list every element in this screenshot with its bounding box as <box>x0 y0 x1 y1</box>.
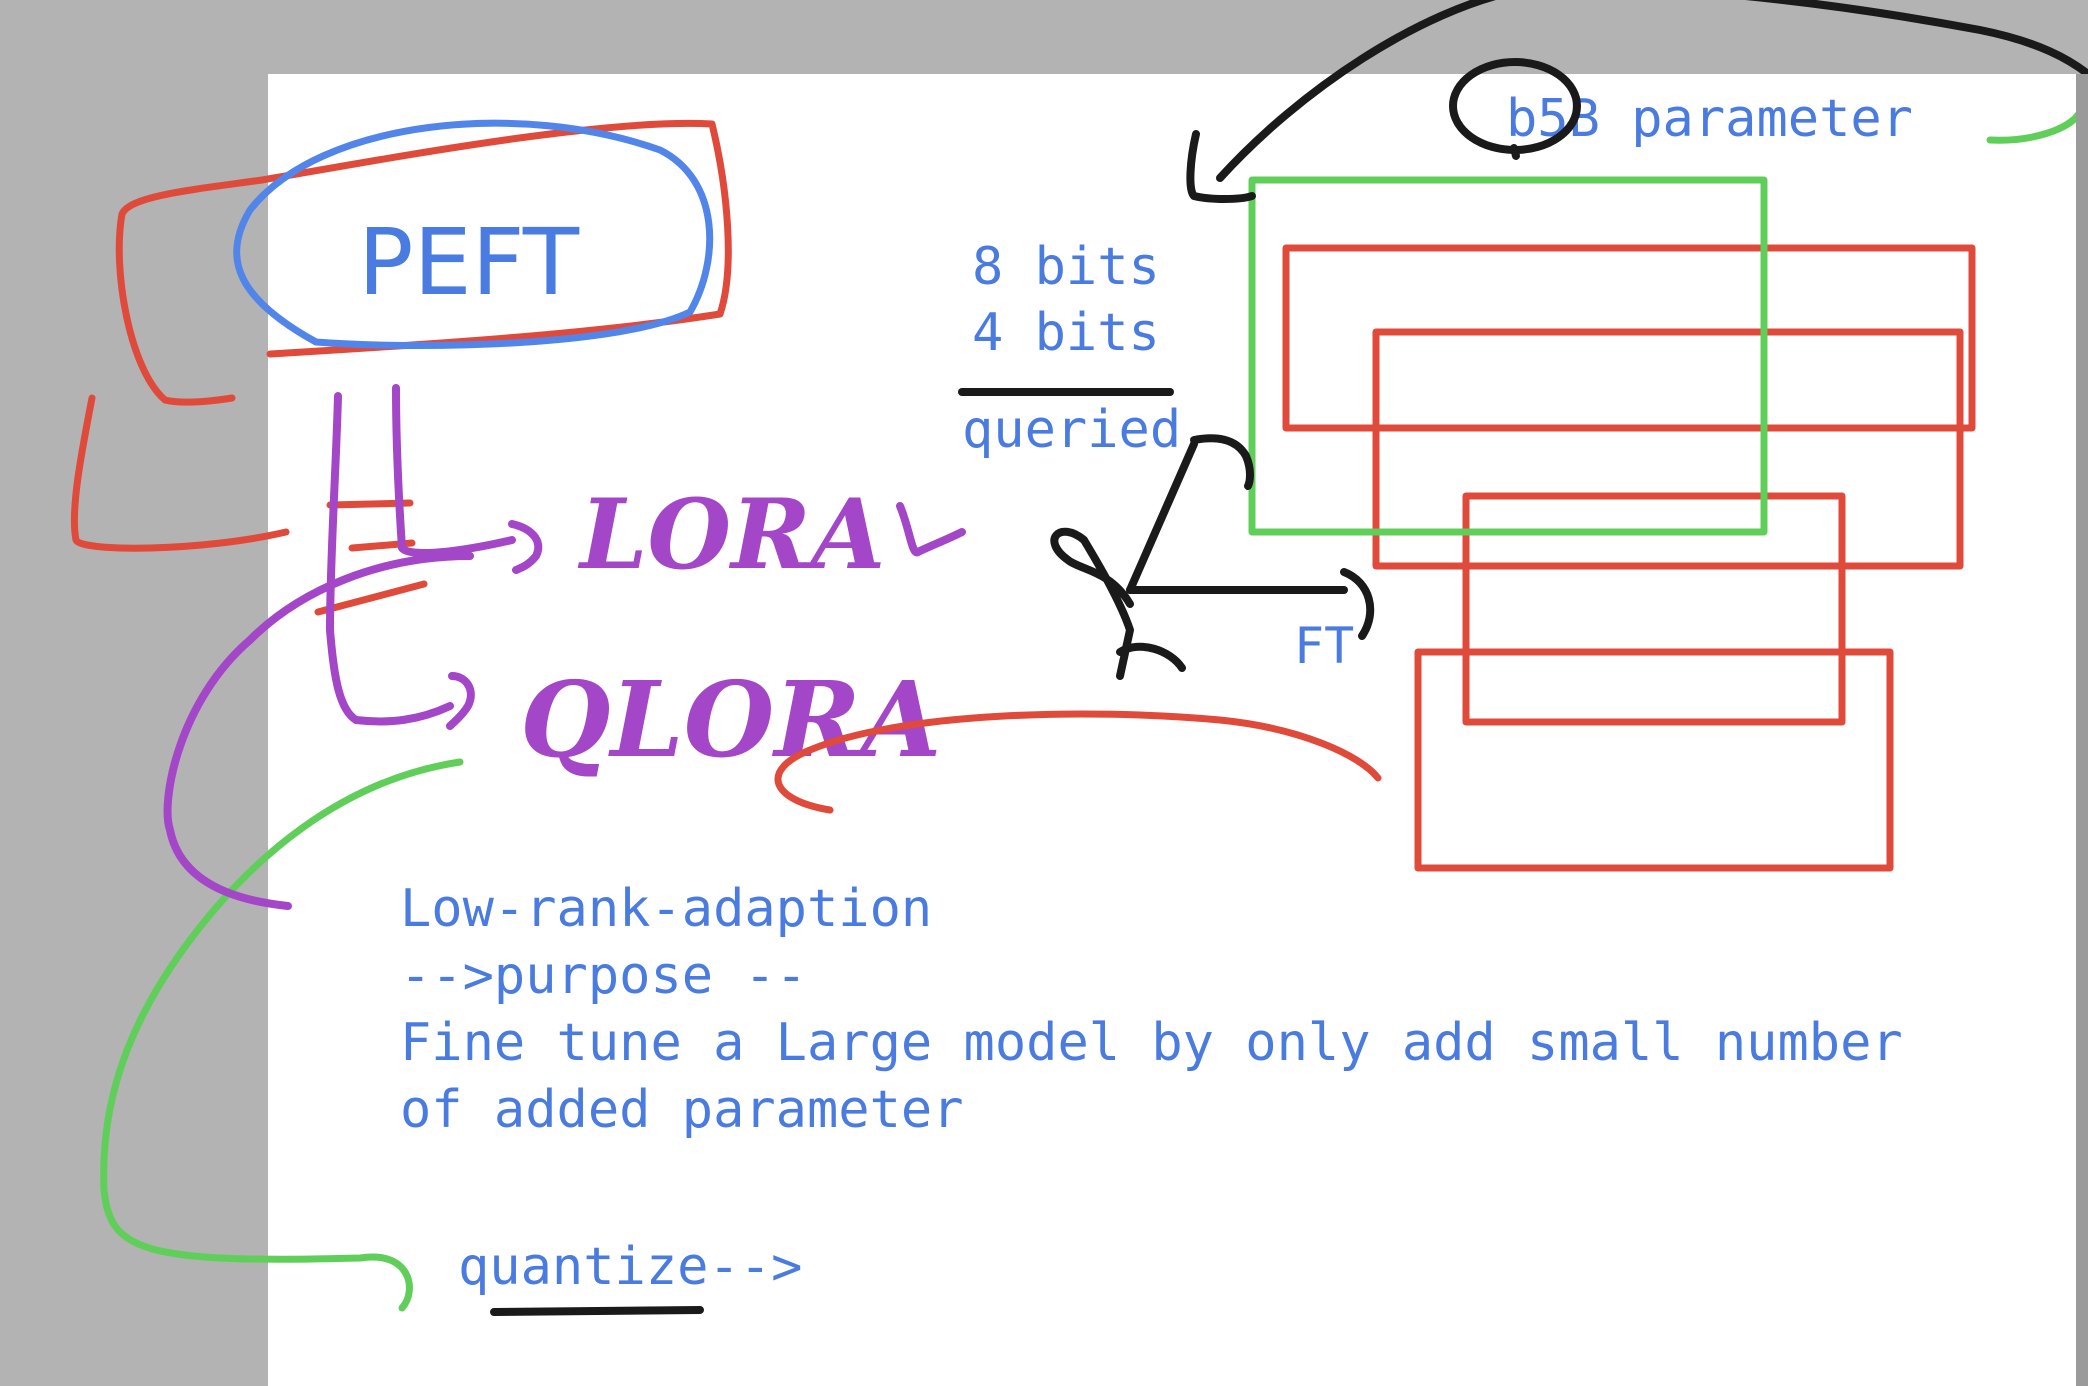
purple-tree-left <box>326 392 454 726</box>
peft-red-box <box>115 119 732 406</box>
bits-8-label: 8 bits <box>972 237 1160 297</box>
b5b-circle-tail <box>1510 144 1520 160</box>
red-box-1 <box>1282 244 1976 432</box>
red-box-2 <box>1372 328 1964 570</box>
green-top-right-curve <box>1986 108 2084 144</box>
black-top-arc <box>1216 0 2088 182</box>
black-squiggle <box>1050 527 1134 680</box>
description-line-2: -->purpose -- <box>400 946 807 1006</box>
red-arc <box>774 710 1382 814</box>
peft-blue-circle <box>233 119 714 349</box>
purple-tree-right <box>392 384 516 558</box>
quantize-underline <box>490 1306 704 1316</box>
black-bracket-left <box>1186 130 1256 203</box>
description-line-3: Fine tune a Large model by only add smal… <box>400 1013 1903 1073</box>
red-box-3 <box>1462 492 1846 726</box>
whiteboard-page <box>268 74 2076 1386</box>
green-box <box>1248 176 1768 536</box>
description-line-4: of added parameter <box>400 1080 964 1140</box>
black-annotations <box>490 0 2088 1316</box>
purple-annotations <box>163 384 966 910</box>
right-edge-shadow <box>2076 74 2088 1386</box>
black-diagonal <box>1126 440 1198 594</box>
green-long-bracket <box>100 758 464 1312</box>
queried-label: queried <box>962 400 1181 460</box>
handwritten-qlora: QLORA <box>520 658 941 781</box>
black-hook-right <box>1340 568 1375 640</box>
purple-arrow-qlora <box>446 672 475 730</box>
handwritten-lora: LORA <box>577 478 885 591</box>
ft-label: FT <box>1294 617 1354 675</box>
purple-big-curve <box>163 552 474 910</box>
bits-4-label: 4 bits <box>972 303 1160 363</box>
quantize-label: quantize--> <box>458 1237 802 1297</box>
red-box-4 <box>1414 648 1894 872</box>
red-left-bracket <box>70 394 290 552</box>
black-squiggle-foot <box>1116 642 1186 672</box>
model-size-label: b5B parameter <box>1506 89 1913 149</box>
purple-arrow-lora <box>508 520 543 574</box>
black-hook-top <box>1190 434 1254 490</box>
purple-checkmark <box>896 502 966 557</box>
red-dash-3 <box>314 580 428 616</box>
red-annotations <box>70 119 1976 872</box>
description-line-1: Low-rank-adaption <box>400 879 932 939</box>
peft-label: PEFT <box>358 209 580 316</box>
green-annotations <box>100 108 2084 1312</box>
